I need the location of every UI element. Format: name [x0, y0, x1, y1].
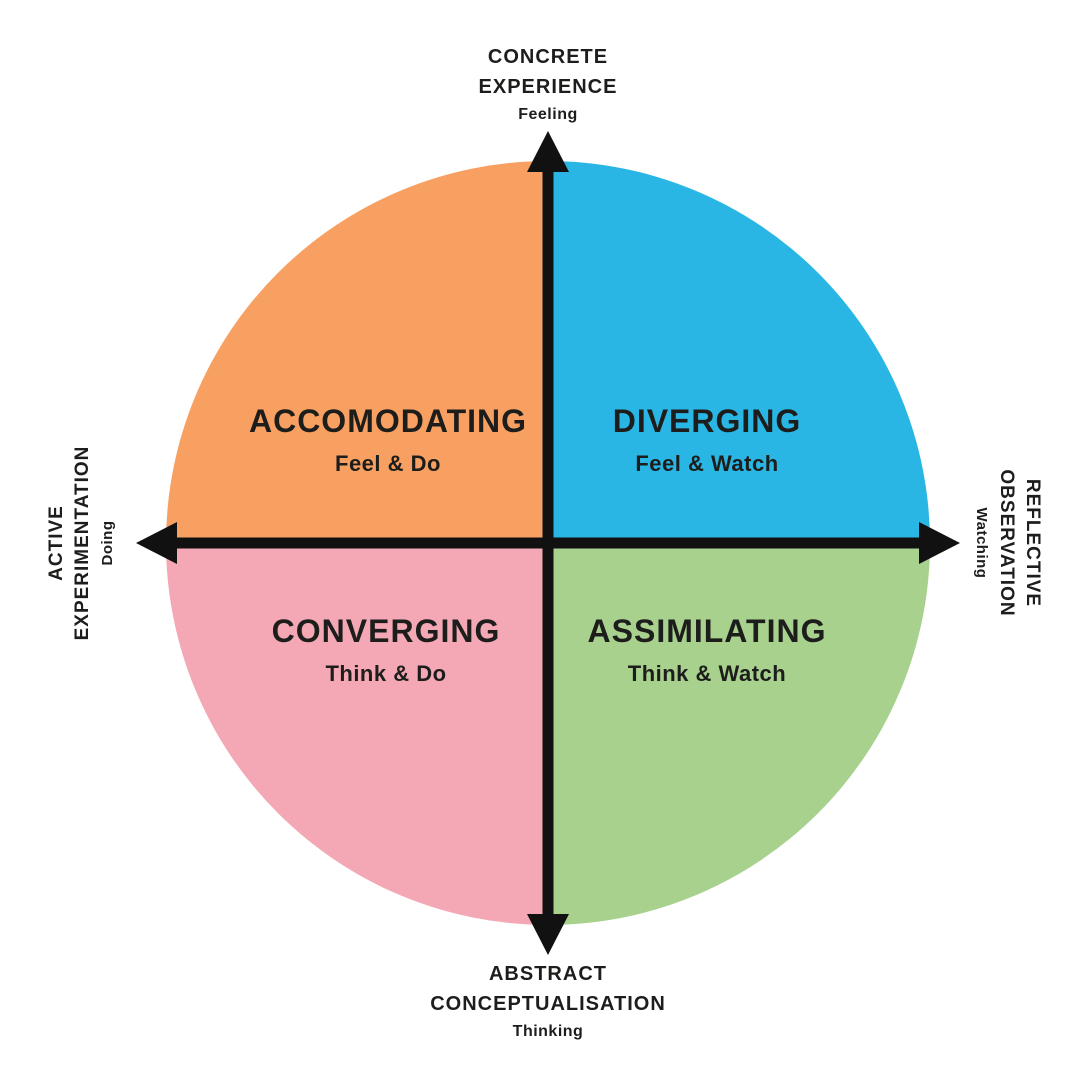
quadrant-title: DIVERGING: [612, 403, 802, 439]
quadrant-converging-shape: [166, 543, 548, 925]
axis-title-line: CONCEPTUALISATION: [430, 993, 666, 1015]
axis-arrow-right-icon: [919, 522, 960, 564]
axis-label-reflective-observation: REFLECTIVE OBSERVATION Watching: [969, 343, 1045, 743]
quadrant-assimilating-shape: [548, 543, 930, 925]
axis-title-line: ABSTRACT: [488, 963, 607, 985]
axis-subtitle: Thinking: [512, 1023, 584, 1040]
quadrant-title: ASSIMILATING: [587, 613, 827, 649]
quadrant-subtitle: Think & Watch: [627, 661, 787, 686]
axis-title-line: CONCRETE: [487, 46, 609, 68]
quadrant-label-converging: CONVERGING Think & Do: [272, 611, 501, 689]
axis-label-active-experimentation: ACTIVE EXPERIMENTATION Doing: [44, 343, 120, 743]
axis-subtitle: Feeling: [518, 106, 578, 123]
axis-title-line: EXPERIMENTATION: [72, 445, 93, 641]
axis-arrow-down-icon: [527, 914, 569, 955]
quadrant-title: ACCOMODATING: [248, 403, 528, 439]
axis-label-concrete-experience: CONCRETE EXPERIENCE Feeling: [479, 42, 618, 128]
quadrant-label-diverging: DIVERGING Feel & Watch: [613, 401, 802, 479]
quadrant-subtitle: Feel & Do: [335, 451, 441, 476]
axis-label-abstract-conceptualisation: ABSTRACT CONCEPTUALISATION Thinking: [430, 959, 666, 1045]
axis-title-line: EXPERIENCE: [478, 76, 618, 98]
quadrant-diverging-shape: [548, 161, 930, 543]
quadrant-subtitle: Feel & Watch: [635, 451, 779, 476]
axis-arrow-left-icon: [136, 522, 177, 564]
quadrant-title: CONVERGING: [271, 613, 501, 649]
quadrant-subtitle: Think & Do: [325, 661, 447, 686]
axis-title-line: ACTIVE: [46, 505, 67, 581]
quadrant-accomodating-shape: [166, 161, 548, 543]
axis-subtitle: Doing: [99, 520, 116, 566]
axis-subtitle: Watching: [973, 507, 990, 579]
quadrant-label-assimilating: ASSIMILATING Think & Watch: [588, 611, 827, 689]
axis-title-line: REFLECTIVE: [1022, 478, 1043, 608]
axis-arrow-up-icon: [527, 131, 569, 172]
axis-title-line: OBSERVATION: [996, 469, 1017, 617]
quadrant-label-accomodating: ACCOMODATING Feel & Do: [249, 401, 527, 479]
